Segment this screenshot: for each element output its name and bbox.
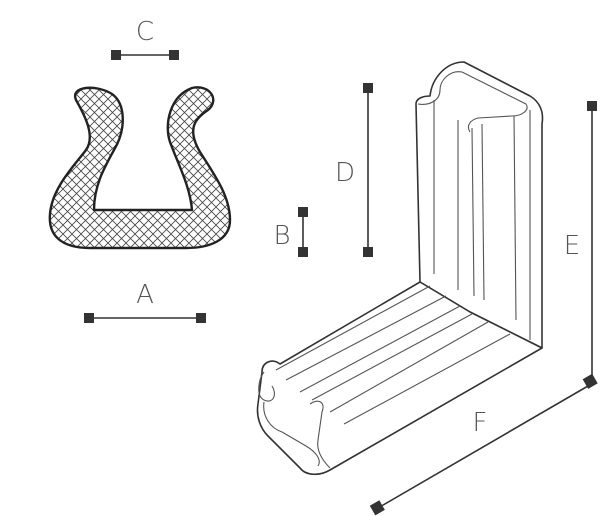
dimension-c: C: [111, 17, 179, 60]
label-f: F: [473, 408, 488, 438]
cross-section-profile: [48, 86, 232, 250]
dimension-b: B: [273, 207, 308, 257]
label-c: C: [136, 17, 154, 47]
label-b: B: [273, 221, 290, 251]
dimension-f: F: [369, 385, 589, 516]
label-e: E: [564, 231, 580, 261]
label-d: D: [335, 158, 355, 188]
label-a: A: [136, 280, 154, 310]
dimension-d: D: [335, 83, 373, 257]
corner-trim-3d: [256, 61, 544, 476]
dimension-e: E: [564, 101, 598, 389]
dimension-a: A: [84, 280, 206, 323]
